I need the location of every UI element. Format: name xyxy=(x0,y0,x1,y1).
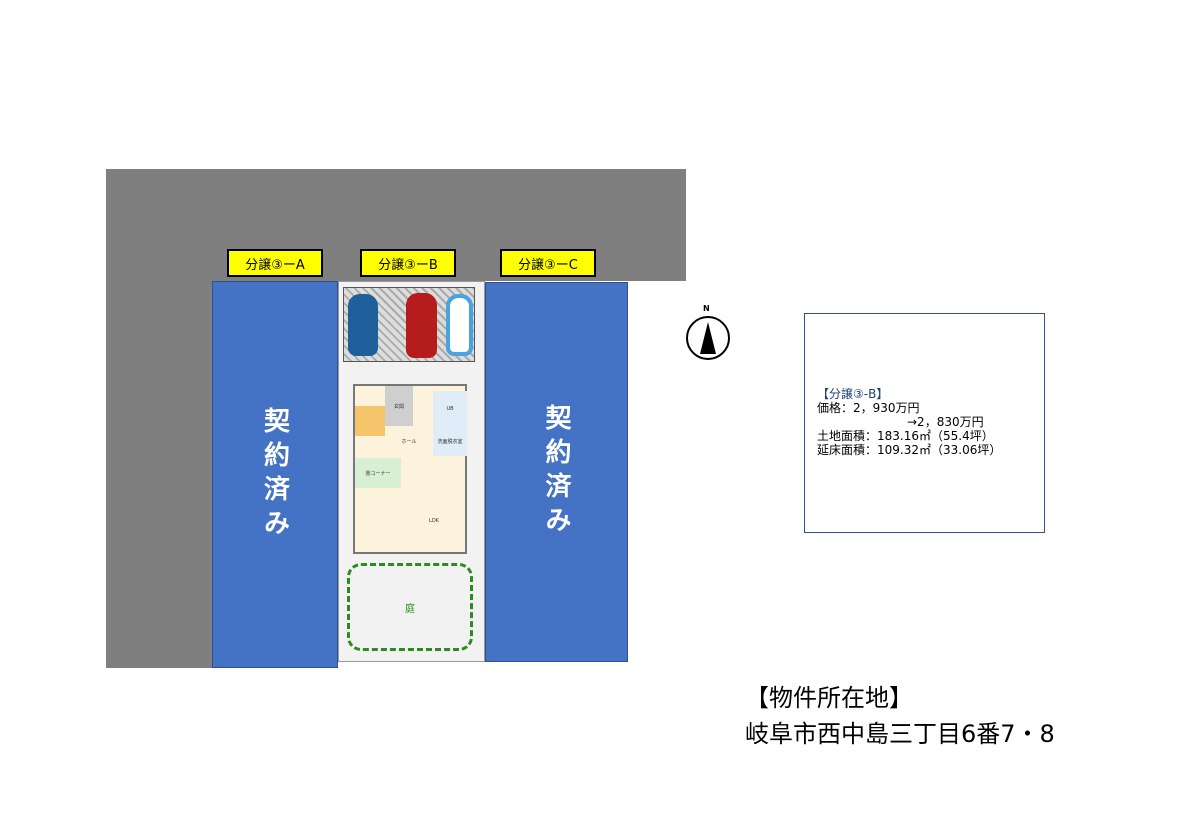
garden: 庭 xyxy=(347,563,473,651)
room-bath: UB xyxy=(433,391,467,426)
lot-b-tag: 分譲③ーB xyxy=(360,249,456,277)
room-ldk: LDK xyxy=(429,518,439,524)
lot-c-tag: 分譲③ーC xyxy=(500,249,596,277)
location-heading: 【物件所在地】 xyxy=(745,684,913,712)
info-land-area: 土地面積：183.16㎡（55.4坪） xyxy=(817,429,994,443)
red-car-icon xyxy=(406,293,437,358)
info-new-price: →2，830万円 xyxy=(907,415,984,429)
blue-car-icon xyxy=(348,294,378,356)
white-van-icon xyxy=(446,294,473,356)
north-compass-icon xyxy=(686,316,730,360)
stairs xyxy=(355,406,385,436)
room-genkan: 玄関 xyxy=(385,386,413,426)
info-title: 【分譲③-B】 xyxy=(817,387,889,401)
room-tatami: 畳コーナー xyxy=(355,458,401,488)
room-hall: ホール xyxy=(401,438,417,445)
lot-b[interactable]: 玄関 ホール 洗面脱衣室 UB 畳コーナー LDK 庭 xyxy=(338,281,485,662)
compass-north-label: N xyxy=(703,304,710,313)
location-address: 岐阜市西中島三丁目6番7・8 xyxy=(745,720,1055,748)
road-side xyxy=(106,281,213,668)
property-info-box: 【分譲③-B】 価格：2，930万円 →2，830万円 土地面積：183.16㎡… xyxy=(804,313,1045,533)
sold-label: 契約済み xyxy=(541,404,571,540)
floor-plan: 玄関 ホール 洗面脱衣室 UB 畳コーナー LDK xyxy=(353,384,467,554)
info-floor-area: 延床面積：109.32㎡（33.06坪） xyxy=(817,443,1002,457)
room-washroom: 洗面脱衣室 xyxy=(433,426,467,456)
parking-area xyxy=(343,287,475,362)
lot-a[interactable]: 契約済み xyxy=(212,281,338,668)
info-price: 価格：2，930万円 xyxy=(817,401,920,415)
lot-c[interactable]: 契約済み xyxy=(485,282,628,662)
lot-a-tag: 分譲③ーA xyxy=(227,249,323,277)
sold-label: 契約済み xyxy=(259,406,290,543)
